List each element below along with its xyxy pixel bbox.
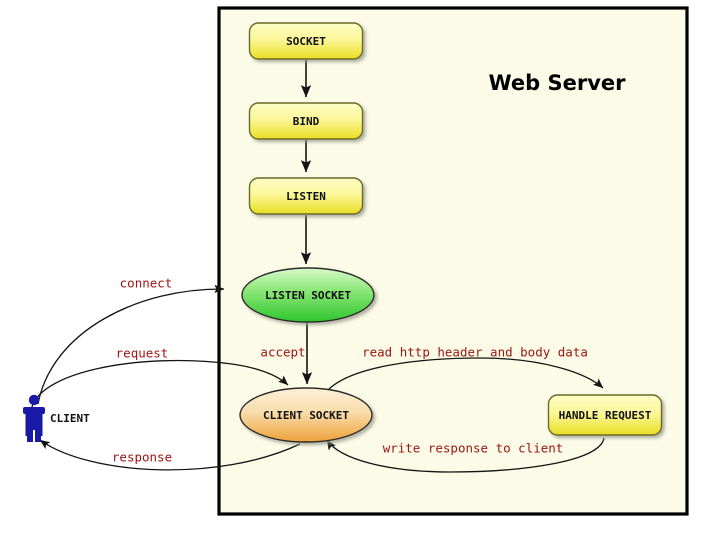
edge-label-response: response xyxy=(112,450,172,465)
edge-read-http xyxy=(327,357,604,391)
edge-label-request: request xyxy=(116,346,169,361)
edge-write-response xyxy=(326,437,605,473)
node-listen-shape[interactable] xyxy=(248,177,364,215)
actor-left-arm-icon xyxy=(25,412,30,436)
edge-client-request xyxy=(30,359,289,413)
actor-head-icon xyxy=(28,394,40,406)
node-bind-shape[interactable] xyxy=(248,102,364,140)
edge-client-connect xyxy=(37,284,225,405)
node-listen-socket-shape[interactable] xyxy=(241,267,375,323)
node-listen[interactable]: LISTEN xyxy=(248,177,364,215)
edge-label-accept: accept xyxy=(260,345,305,360)
node-handle-request[interactable]: HANDLE REQUEST xyxy=(547,394,663,436)
edge-label-write-response: write response to client xyxy=(383,441,564,456)
node-listen-socket-label: LISTEN SOCKET xyxy=(265,289,351,302)
node-listen-label: LISTEN xyxy=(286,190,326,203)
node-client-socket-label: CLIENT SOCKET xyxy=(263,409,349,422)
actor-left-leg-icon xyxy=(27,428,33,442)
node-client-socket[interactable]: CLIENT SOCKET xyxy=(239,387,373,443)
node-socket-label: SOCKET xyxy=(286,35,326,48)
node-handle-request-shape[interactable] xyxy=(547,394,663,436)
node-bind-label: BIND xyxy=(293,115,320,128)
node-socket[interactable]: SOCKET xyxy=(248,22,364,60)
node-client-socket-shape[interactable] xyxy=(239,387,373,443)
node-listen-socket[interactable]: LISTEN SOCKET xyxy=(241,267,375,323)
client-actor-label: CLIENT xyxy=(50,412,90,425)
node-socket-shape[interactable] xyxy=(248,22,364,60)
edge-label-connect: connect xyxy=(120,276,173,291)
edge-client-response xyxy=(39,439,301,471)
node-bind[interactable]: BIND xyxy=(248,102,364,140)
client-actor-icon[interactable] xyxy=(23,394,45,442)
actor-right-arm-icon xyxy=(38,412,43,436)
page-title: Web Server xyxy=(488,71,626,95)
actor-right-leg-icon xyxy=(35,428,41,442)
node-handle-request-label: HANDLE REQUEST xyxy=(559,409,652,422)
edge-label-read-http: read http header and body data xyxy=(362,345,588,360)
